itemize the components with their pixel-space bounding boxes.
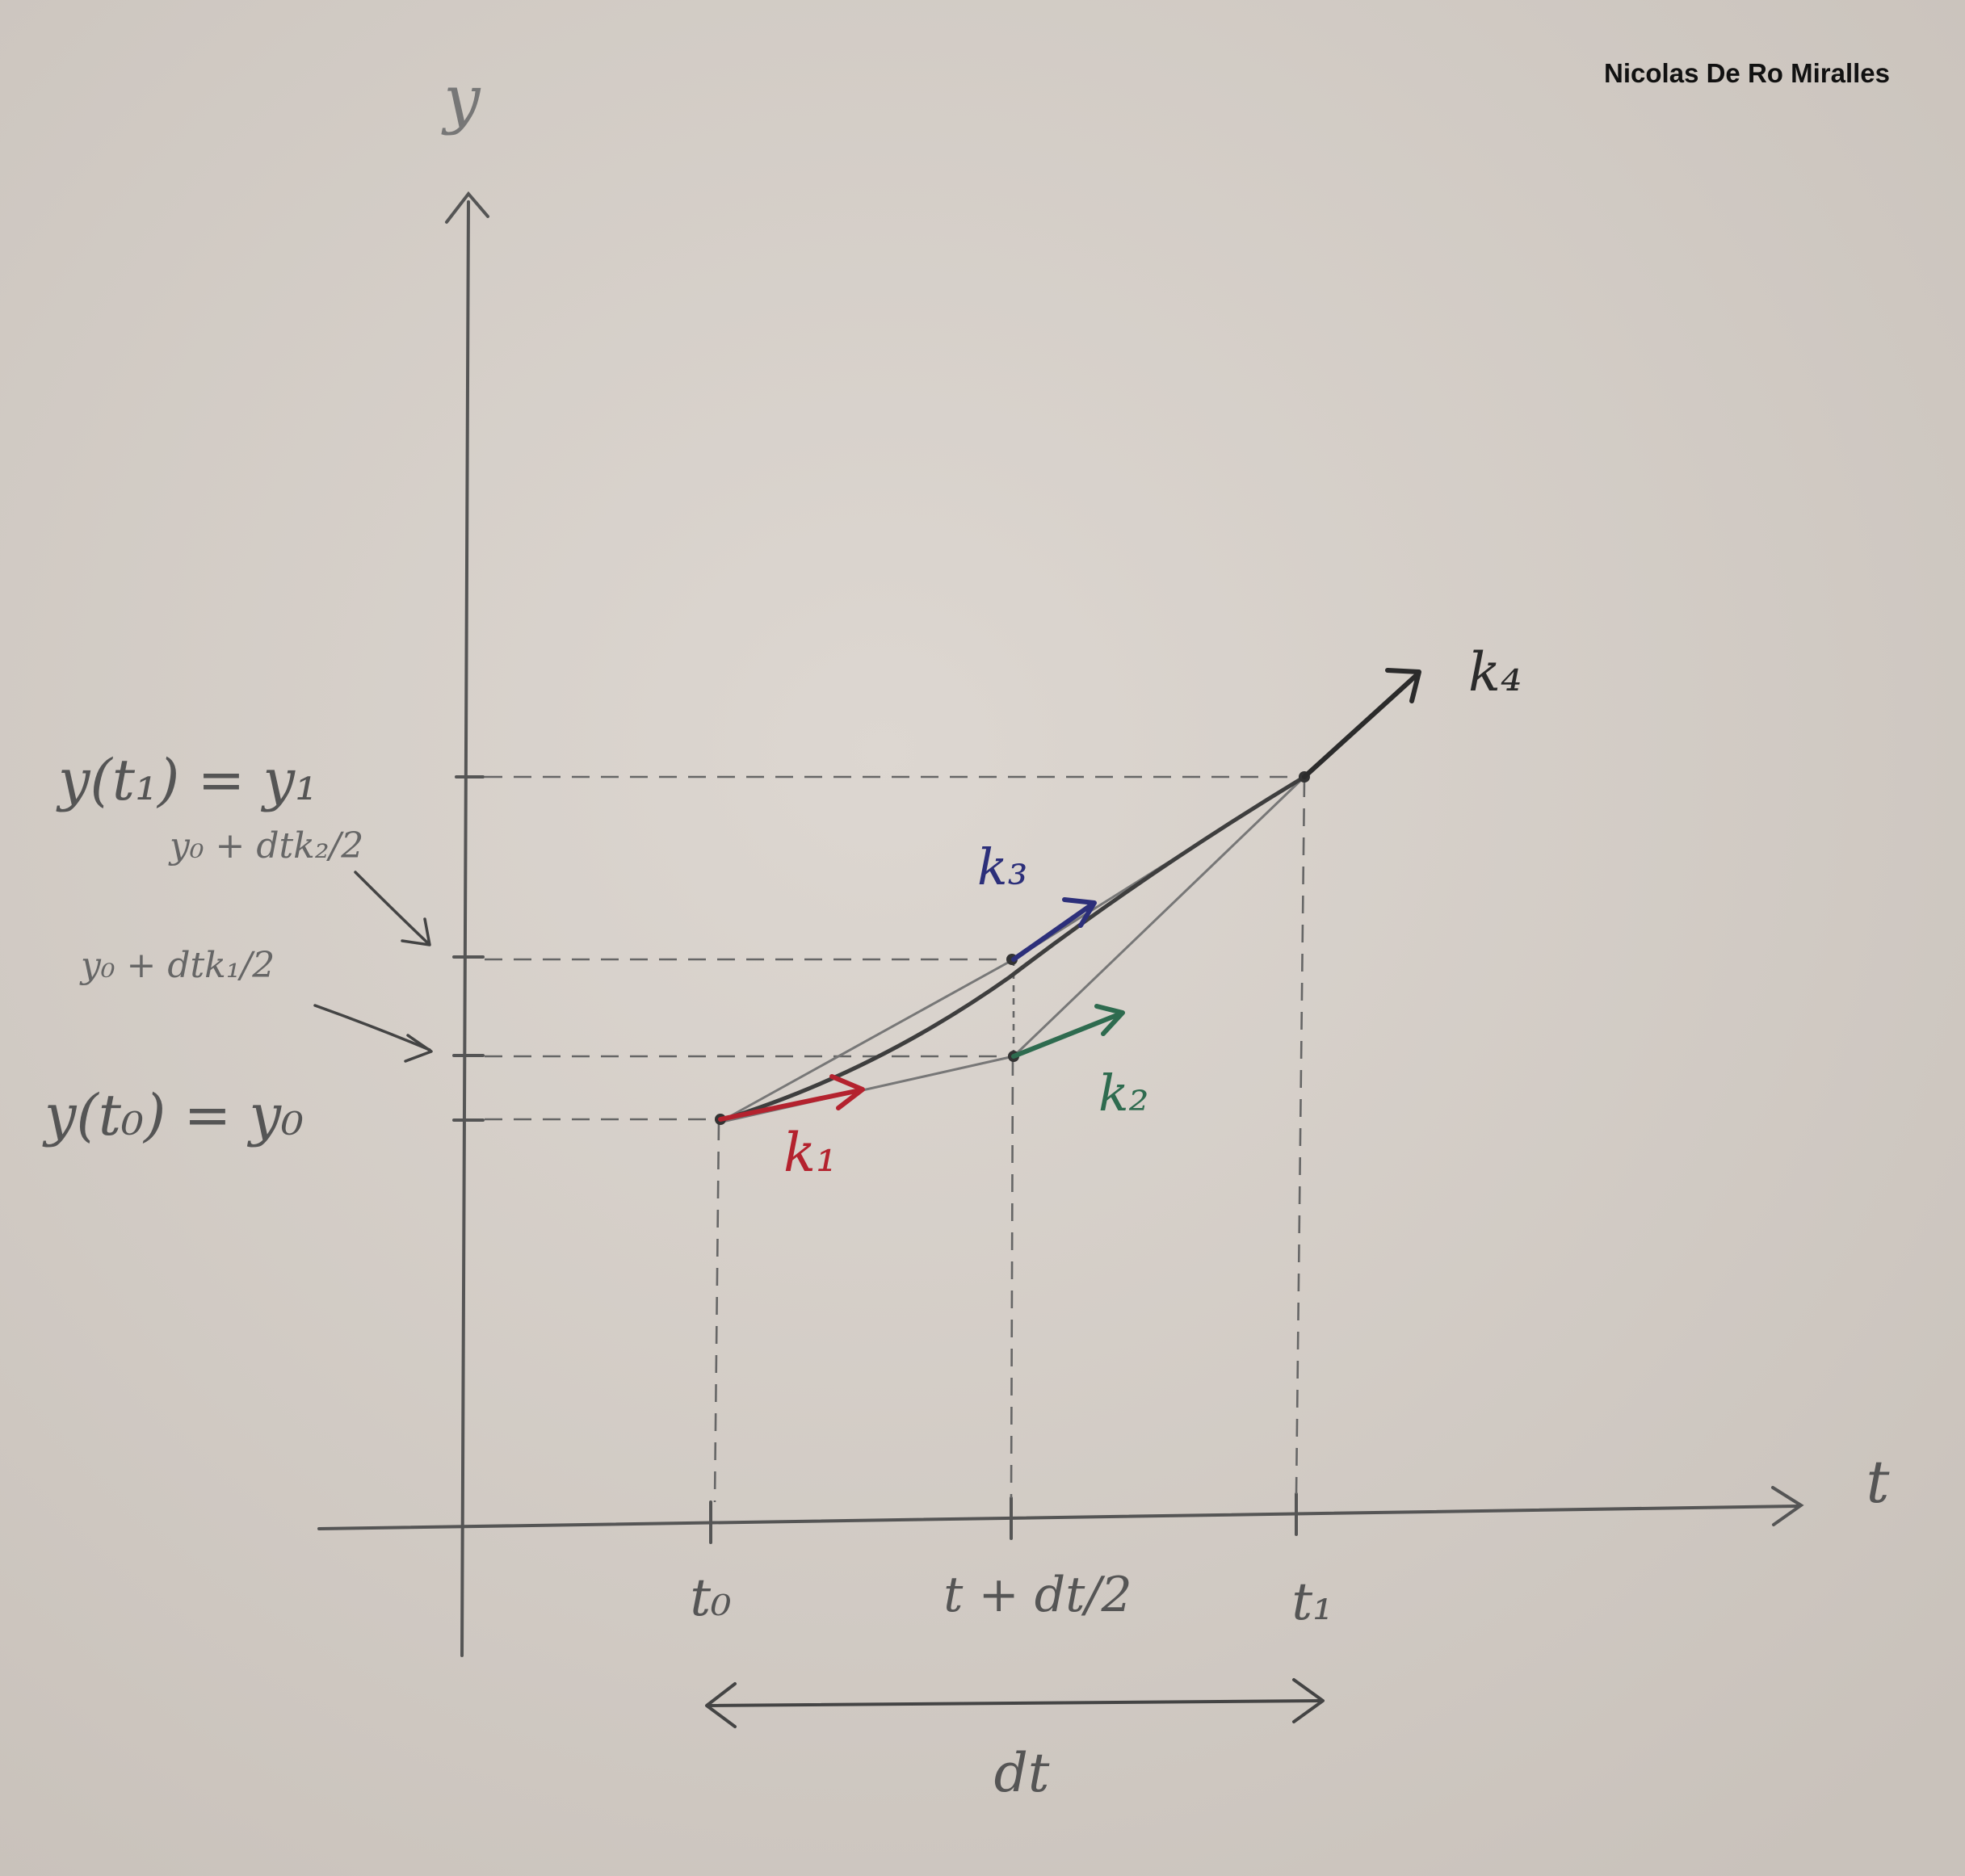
slope-label-k1: k₁ <box>783 1122 837 1184</box>
y-axis <box>460 200 470 1657</box>
x-tick-label-mid: t + dt/2 <box>943 1567 1132 1623</box>
annotation-arrow-k1 <box>313 1004 433 1063</box>
axis-ticks <box>452 775 1298 1544</box>
line-k2-chord <box>718 958 1014 1124</box>
slope-arrow-k4 <box>1302 668 1421 779</box>
dt-span-label: dt <box>994 1742 1050 1804</box>
t-axis-label: t <box>1866 1448 1891 1516</box>
t-axis <box>317 1505 1799 1530</box>
slope-arrow-k1 <box>718 1074 865 1122</box>
y-tick-label-y0: y(t₀) = y₀ <box>42 1082 304 1148</box>
solution-curve <box>716 774 1307 1123</box>
slope-arrow-k3 <box>1011 897 1097 962</box>
x-tick-label-t1: t₁ <box>1291 1572 1333 1632</box>
slope-label-k4: k₄ <box>1468 641 1522 703</box>
y-tick-label-mid-k2: y₀ + dtk₂/2 <box>168 825 363 867</box>
line-k4-chord <box>1012 775 1306 1058</box>
guide-t1 <box>1295 779 1306 1495</box>
slope-label-k2: k₂ <box>1098 1064 1148 1123</box>
guide-lines <box>485 775 1306 1503</box>
t-axis-arrowhead <box>1771 1486 1804 1526</box>
annotation-arrows <box>313 871 433 1063</box>
guide-mid <box>1010 1057 1014 1499</box>
slope-label-k3: k₃ <box>977 837 1027 896</box>
dt-span-arrow <box>705 1678 1325 1728</box>
y-tick-label-y1: y(t₁) = y₁ <box>56 747 317 813</box>
y-tick-label-mid-k1: y₀ + dtk₁/2 <box>79 945 275 986</box>
slope-arrow-k2 <box>1011 1004 1125 1059</box>
y-axis-arrowhead <box>445 191 489 224</box>
y-axis-label: y <box>441 61 481 136</box>
credit-label: Nicolas De Ro Miralles <box>1604 58 1890 88</box>
x-tick-label-t0: t₀ <box>690 1568 731 1628</box>
axes <box>317 191 1804 1657</box>
guide-t0 <box>713 1122 720 1503</box>
annotation-arrow-k2 <box>354 871 431 946</box>
